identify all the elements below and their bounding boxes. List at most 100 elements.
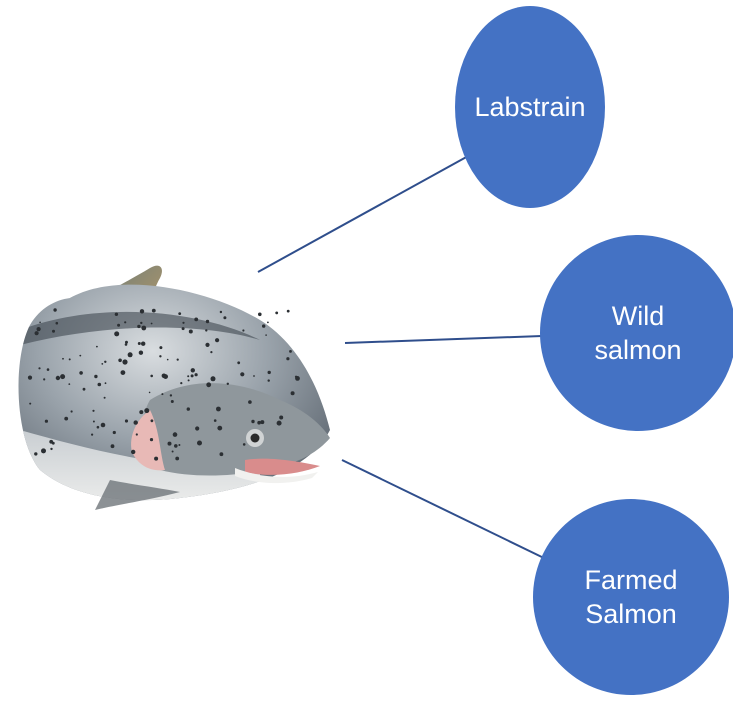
- fish-spot: [287, 310, 290, 313]
- fish-spot: [97, 426, 100, 429]
- fish-spot: [151, 419, 154, 422]
- node-label-wild-salmon: Wild salmon: [594, 299, 681, 367]
- fish-spot: [47, 368, 50, 371]
- fish-spot: [41, 448, 46, 453]
- fish-spot: [210, 351, 212, 353]
- node-farmed-salmon: Farmed Salmon: [533, 499, 729, 695]
- fish-spot: [154, 457, 158, 461]
- fish-spot: [150, 375, 153, 378]
- fish-spot: [151, 323, 153, 325]
- fish-spot: [93, 421, 95, 423]
- fish-spot: [79, 355, 81, 357]
- fish-spot: [191, 368, 195, 372]
- fish-spot: [275, 312, 278, 315]
- fish-spot: [96, 346, 98, 348]
- fish-spot: [286, 357, 289, 360]
- fish-spot: [214, 419, 217, 422]
- fish-spot: [91, 434, 93, 436]
- fish-spot: [50, 448, 52, 450]
- fish-spot: [137, 325, 140, 328]
- fish-spot: [149, 392, 151, 394]
- fish-spot: [178, 312, 181, 315]
- fish-spot: [105, 382, 107, 384]
- fish-spot: [279, 416, 283, 420]
- fish-spot: [187, 407, 190, 410]
- fish-spot: [62, 358, 64, 360]
- fish-spot: [189, 330, 193, 334]
- fish-spot: [134, 420, 138, 424]
- fish-spot: [56, 376, 60, 380]
- fish-spot: [34, 452, 37, 455]
- fish-spot: [182, 327, 185, 330]
- fish-spot: [115, 313, 118, 316]
- fish-spot: [152, 309, 156, 313]
- fish-spot: [205, 329, 207, 331]
- fish-spot: [174, 444, 178, 448]
- fish-spot: [111, 444, 115, 448]
- fish-spot: [168, 442, 172, 446]
- fish-spot: [220, 311, 222, 313]
- fish-spot: [195, 373, 198, 376]
- fish-spot: [118, 359, 122, 363]
- fish-spot: [215, 338, 219, 342]
- fish-spot: [178, 444, 180, 446]
- fish-spot: [140, 309, 144, 313]
- node-label-labstrain: Labstrain: [474, 90, 585, 124]
- fish-spot: [268, 371, 271, 374]
- node-wild-salmon: Wild salmon: [540, 235, 733, 431]
- fish-spot: [136, 433, 138, 435]
- fish-spot: [39, 322, 41, 324]
- node-labstrain: Labstrain: [455, 6, 605, 208]
- fish-spot: [173, 432, 178, 437]
- fish-spot: [29, 403, 31, 405]
- fish-spot: [144, 408, 149, 413]
- fish-spot: [38, 367, 40, 369]
- fish-spot: [159, 355, 161, 357]
- fish-spot: [125, 343, 128, 346]
- fish-spot: [223, 316, 226, 319]
- fish-spot: [216, 407, 221, 412]
- fish-spot: [220, 452, 224, 456]
- fish-spot: [128, 352, 133, 357]
- fish-spot: [177, 359, 179, 361]
- fish-spot: [53, 308, 56, 311]
- fish-spot: [195, 426, 199, 430]
- fish-spot: [171, 400, 174, 403]
- fish-spot: [150, 438, 153, 441]
- connector-line-farmed: [342, 460, 548, 560]
- fish-spot: [206, 320, 209, 323]
- fish-spot: [124, 321, 126, 323]
- fish-spot: [277, 421, 282, 426]
- fish-spot: [253, 375, 255, 377]
- fish-spot: [28, 376, 32, 380]
- fish-spot: [138, 342, 141, 345]
- fish-spot: [262, 324, 265, 327]
- fish-spot: [188, 379, 190, 381]
- fish-spot: [172, 451, 174, 453]
- fish-spot: [197, 441, 202, 446]
- fish-spot: [101, 363, 103, 365]
- fish-spot: [268, 379, 270, 381]
- connector-line-labstrain: [258, 155, 470, 272]
- fish-spot: [101, 423, 106, 428]
- fish-spot: [217, 426, 222, 431]
- fish-spot: [114, 331, 119, 336]
- fish-spot: [240, 372, 244, 376]
- fish-spot: [167, 359, 169, 361]
- fish-spot: [248, 400, 252, 404]
- fish-spot: [289, 350, 292, 353]
- fish-spot: [205, 343, 209, 347]
- fish-spot: [104, 397, 106, 399]
- fish-spot: [139, 410, 143, 414]
- fish-spot: [43, 378, 45, 380]
- fish-spot: [227, 383, 229, 385]
- fish-spot: [243, 443, 246, 446]
- fish-spot: [122, 359, 127, 364]
- fish-spot: [257, 421, 261, 425]
- fish-spot: [163, 374, 168, 379]
- fish-spot: [267, 322, 269, 324]
- fish-spot: [175, 457, 179, 461]
- fish-spot: [45, 420, 48, 423]
- fish-spot: [64, 417, 68, 421]
- fish-spot: [68, 383, 70, 385]
